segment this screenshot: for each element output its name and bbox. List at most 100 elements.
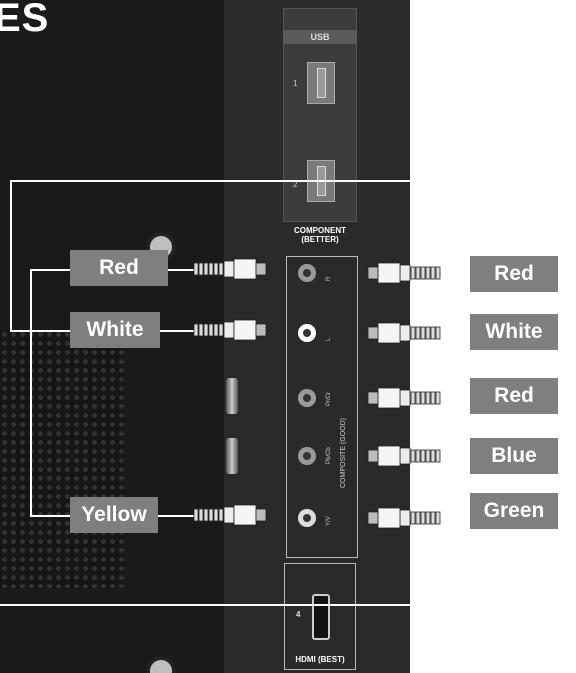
rca-plug-right-3-rib — [435, 391, 441, 405]
rca-plug-left-2-tip — [255, 323, 267, 337]
rca-plug-right-5-rib — [425, 511, 431, 525]
component-input-box — [286, 256, 358, 558]
hdmi-section — [284, 563, 356, 670]
rca-plug-right-3-rib — [410, 391, 416, 405]
rca-plug-right-2-rib — [415, 326, 421, 340]
rca-plug-right-3-rib — [425, 391, 431, 405]
usb-port-1 — [307, 62, 335, 104]
wire-left-inner-vertical — [30, 269, 32, 516]
rca-plug-left-3-rib — [208, 508, 214, 522]
component-label-line2: (BETTER) — [301, 235, 339, 244]
rca-plug-left-3-rib — [193, 508, 199, 522]
rca-plug-right-3-body — [377, 387, 401, 409]
rca-plug-left-1-rib — [203, 262, 209, 276]
mounting-screw — [146, 656, 176, 673]
wire-left-outer-vertical — [10, 180, 12, 332]
rca-plug-right-4-rib — [410, 449, 416, 463]
cable-left-yellow — [158, 515, 198, 517]
rca-plug-right-5-rib — [410, 511, 416, 525]
rca-plug-left-2-body — [233, 319, 257, 341]
wire-left-inner-top — [30, 269, 70, 271]
rca-plug-right-5-rib — [435, 511, 441, 525]
rca-plug-right-4-rib — [420, 449, 426, 463]
rca-plug-left-3-rib — [203, 508, 209, 522]
rca-plug-right-3-collar — [399, 389, 411, 407]
rca-plug-left-1-rib — [213, 262, 219, 276]
rca-plug-left-2-rib — [218, 323, 224, 337]
jack-1 — [298, 264, 316, 282]
usb-port-2-number: 2 — [293, 180, 298, 189]
rca-plug-left-3-body — [233, 504, 257, 526]
component-label-line1: COMPONENT — [294, 226, 346, 235]
rca-plug-right-1-body — [377, 262, 401, 284]
rca-plug-right-1-rib — [410, 266, 416, 280]
rca-plug-right-1-collar — [399, 264, 411, 282]
rca-plug-right-5-rib — [420, 511, 426, 525]
rca-plug-right-1-rib — [435, 266, 441, 280]
tag-left-red: Red — [70, 250, 168, 286]
wire-top-horizontal — [10, 180, 576, 182]
hdmi-label: HDMI (BEST) — [295, 655, 345, 664]
rca-plug-right-4-body — [377, 445, 401, 467]
rca-plug-left-2-rib — [193, 323, 199, 337]
tag-left-white: White — [70, 312, 160, 348]
rca-plug-left-3-collar — [223, 506, 235, 524]
cable-left-white — [160, 330, 198, 332]
rca-plug-right-2-body — [377, 322, 401, 344]
rca-plug-right-4-rib — [435, 449, 441, 463]
rca-plug-left-1-rib — [208, 262, 214, 276]
rca-plug-right-5-rib — [430, 511, 436, 525]
jack-2 — [298, 324, 316, 342]
usb-header: USB — [283, 30, 357, 44]
rca-plug-left-2-rib — [208, 323, 214, 337]
rca-plug-left-1-collar — [223, 260, 235, 278]
mounting-bracket — [226, 378, 238, 414]
rca-plug-right-2-rib — [435, 326, 441, 340]
rca-plug-right-4-collar — [399, 447, 411, 465]
rca-plug-right-1-rib — [425, 266, 431, 280]
rca-plug-left-2-rib — [213, 323, 219, 337]
usb-port-1-number: 1 — [293, 79, 298, 88]
rca-plug-left-1-tip — [255, 262, 267, 276]
rca-plug-right-5-body — [377, 507, 401, 529]
rca-plug-right-1-tip — [367, 266, 379, 280]
page-title: ES — [0, 0, 50, 40]
tag-right-4: Blue — [470, 438, 558, 474]
rca-plug-left-3-rib — [218, 508, 224, 522]
rca-plug-left-3-tip — [255, 508, 267, 522]
rca-plug-right-3-rib — [430, 391, 436, 405]
wire-left-inner-bottom — [30, 515, 75, 517]
jack-3 — [298, 389, 316, 407]
rca-plug-right-1-rib — [415, 266, 421, 280]
rca-plug-right-2-rib — [425, 326, 431, 340]
wire-bottom-horizontal — [0, 604, 576, 606]
rca-plug-left-2-rib — [198, 323, 204, 337]
tag-right-2: White — [470, 314, 558, 350]
rca-plug-left-1-body — [233, 258, 257, 280]
rca-plug-right-5-tip — [367, 511, 379, 525]
wire-left-outer-bottom — [10, 330, 70, 332]
jack-4 — [298, 447, 316, 465]
tag-right-5: Green — [470, 493, 558, 529]
rca-plug-right-4-rib — [430, 449, 436, 463]
rca-plug-right-2-rib — [410, 326, 416, 340]
rca-plug-left-2-collar — [223, 321, 235, 339]
jack-5 — [298, 509, 316, 527]
component-label: COMPONENT (BETTER) — [284, 226, 356, 244]
rca-plug-right-3-tip — [367, 391, 379, 405]
rca-plug-right-4-tip — [367, 449, 379, 463]
rca-plug-right-3-rib — [415, 391, 421, 405]
rca-plug-left-1-rib — [198, 262, 204, 276]
rca-plug-right-2-tip — [367, 326, 379, 340]
rca-plug-right-2-collar — [399, 324, 411, 342]
tag-right-1: Red — [470, 256, 558, 292]
speaker-grille — [0, 330, 124, 588]
rca-plug-right-1-rib — [430, 266, 436, 280]
rca-plug-left-2-rib — [203, 323, 209, 337]
rca-plug-right-2-rib — [430, 326, 436, 340]
rca-plug-right-4-rib — [415, 449, 421, 463]
rca-plug-right-3-rib — [420, 391, 426, 405]
hdmi-port-number: 4 — [296, 610, 301, 619]
